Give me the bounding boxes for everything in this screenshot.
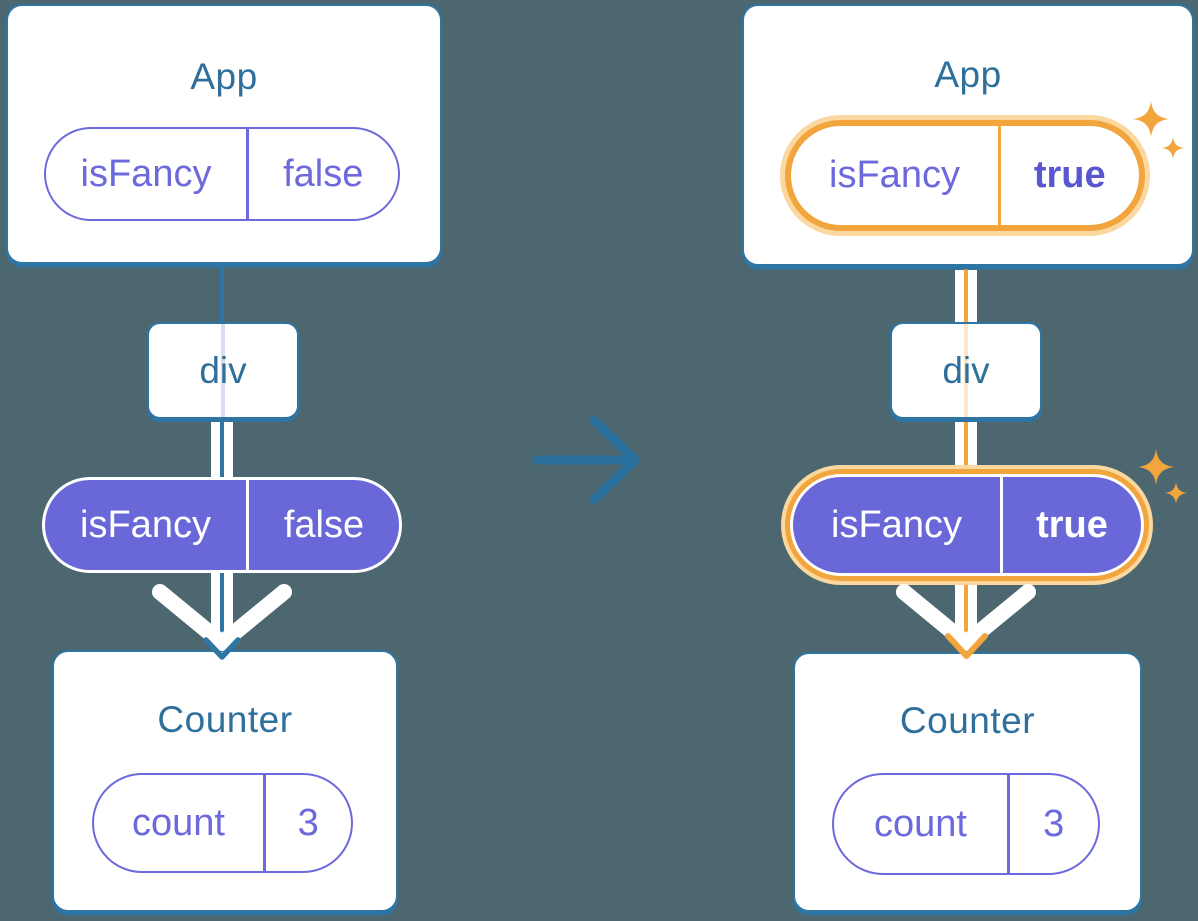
edge-app-to-div-left [220, 266, 224, 326]
four-point-star-icon [1162, 137, 1184, 159]
prop-flow-white-right-d [968, 418, 977, 479]
edge-pill-to-counter-left [220, 570, 224, 648]
prop-flow-white-right-a [955, 270, 964, 326]
prop-flow-white-right-f [968, 572, 977, 638]
prop-name-label: isFancy [831, 503, 962, 546]
pill-divider [1000, 477, 1003, 573]
flow-app-to-div-right [964, 270, 968, 326]
prop-flow-white-left-a [211, 418, 220, 479]
state-value-label: true [1033, 154, 1106, 196]
right-arrow-icon [532, 415, 640, 505]
prop-value-label: true [1036, 503, 1108, 546]
div-element-label-right: div [942, 349, 990, 391]
state-value-label: false [283, 152, 364, 195]
wide-white-chevron-icon [896, 584, 1036, 651]
app-state-pill-right-highlighted: isFancy true [785, 120, 1145, 231]
flow-div-to-pill-right [964, 418, 968, 479]
passed-prop-pill-left: isFancy false [42, 477, 402, 573]
state-value-label: 3 [1043, 802, 1065, 845]
four-point-star-icon [1133, 101, 1169, 137]
counter-state-pill-right: count 3 [832, 773, 1100, 875]
wide-white-chevron-icon [152, 584, 292, 651]
state-name-label: count [874, 802, 967, 845]
app-component-title-left: App [190, 56, 258, 97]
pill-divider [246, 480, 249, 570]
four-point-star-icon [1165, 482, 1187, 504]
flow-through-div-right [964, 324, 968, 417]
chevron-down-icon [203, 637, 241, 660]
pill-divider [246, 129, 249, 219]
prop-name-label: isFancy [80, 503, 211, 546]
app-state-pill-left: isFancy false [44, 127, 400, 221]
four-point-star-icon [1138, 449, 1174, 485]
div-element-label-left: div [199, 349, 247, 391]
chevron-down-icon [945, 633, 988, 659]
div-element-box-left: div [147, 322, 299, 419]
state-name-label: isFancy [80, 152, 212, 195]
pill-divider [263, 775, 266, 871]
prop-flow-white-right-e [955, 572, 964, 638]
prop-value-label: false [283, 503, 365, 546]
prop-flow-white-right-c [955, 418, 964, 479]
prop-flow-white-left-b [224, 418, 233, 479]
div-element-box-right: div [890, 322, 1042, 419]
passed-prop-pill-right-highlighted: isFancy true [790, 474, 1144, 576]
pill-divider [998, 126, 1001, 225]
prop-flow-white-left-d [224, 570, 233, 638]
flow-pill-to-counter-right [964, 572, 968, 648]
state-name-label: count [132, 801, 225, 844]
app-component-title-right: App [934, 54, 1002, 95]
counter-component-title-left: Counter [157, 699, 293, 740]
prop-flow-white-right-b [968, 270, 977, 326]
counter-state-pill-left: count 3 [92, 773, 353, 873]
edge-through-div-left [221, 324, 225, 417]
state-value-label: 3 [297, 801, 319, 844]
edge-div-to-pill-left [220, 418, 224, 479]
counter-component-title-right: Counter [899, 700, 1036, 741]
pill-divider [1007, 775, 1010, 873]
prop-flow-white-left-c [211, 570, 220, 638]
state-name-label: isFancy [829, 154, 960, 196]
